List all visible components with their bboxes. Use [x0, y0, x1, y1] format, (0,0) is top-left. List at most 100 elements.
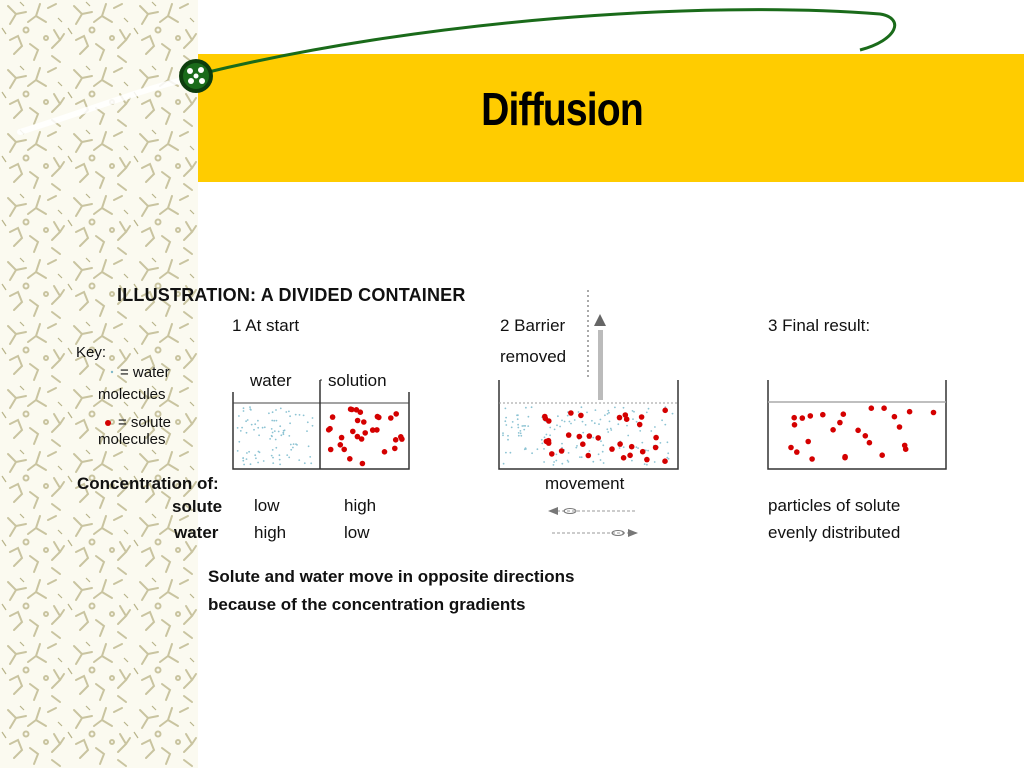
water-molecule [639, 430, 642, 432]
solute-molecule [568, 410, 574, 416]
solute-molecule [807, 413, 814, 419]
water-molecule [650, 430, 653, 432]
stage-1-label: 1 At start [232, 316, 300, 335]
water-molecule [549, 426, 552, 429]
solute-molecule [930, 409, 937, 416]
water-molecule [289, 415, 291, 418]
water-molecule [627, 434, 630, 437]
water-molecule [272, 456, 274, 459]
water-molecule [602, 444, 605, 447]
solute-molecule [855, 427, 861, 434]
up-arrow-icon [594, 314, 606, 326]
water-molecule [635, 420, 638, 423]
water-molecule [249, 406, 251, 408]
solute-molecule [837, 419, 843, 426]
water-molecule [553, 428, 556, 431]
key-title: Key: [76, 344, 107, 361]
final-result-line1: particles of solute [768, 496, 901, 515]
water-molecule [540, 438, 543, 441]
solute-molecule [644, 456, 650, 463]
water-molecule [282, 433, 285, 436]
water-molecule [632, 418, 634, 420]
water-molecule [519, 430, 522, 432]
water-molecule [504, 420, 507, 423]
concentration-row-solute-name: solute [172, 497, 223, 516]
water-molecule [597, 453, 600, 456]
water-molecule [664, 423, 667, 426]
water-molecule [524, 447, 527, 449]
water-molecule [561, 442, 563, 445]
solute-molecule [376, 414, 382, 421]
concentration-heading: Concentration of: [77, 474, 219, 493]
water-molecule [580, 406, 583, 409]
solute-molecule [578, 412, 584, 419]
water-molecule [579, 456, 581, 458]
water-molecule [609, 427, 612, 430]
water-molecule [575, 446, 578, 449]
water-molecule [263, 426, 266, 429]
water-molecule [592, 436, 595, 439]
water-molecule [606, 428, 609, 431]
concentration-water-right: low [344, 523, 370, 542]
illustration-heading: ILLUSTRATION: A DIVIDED CONTAINER [117, 285, 466, 305]
water-molecule [306, 421, 309, 424]
solute-molecule [799, 415, 806, 421]
water-molecule [271, 431, 274, 434]
water-molecule [633, 410, 635, 413]
solute-molecule [609, 446, 615, 452]
water-molecule [527, 425, 530, 427]
concentration-water-left: high [254, 523, 287, 542]
water-molecule [566, 459, 569, 462]
solute-molecule [636, 421, 643, 428]
water-molecule [278, 458, 281, 461]
concentration-solute-left: low [254, 496, 280, 515]
water-molecule [271, 419, 274, 422]
water-molecule [286, 454, 289, 456]
movement-left-arrow-icon [548, 507, 636, 515]
water-molecule [646, 463, 648, 466]
water-molecule [602, 462, 605, 464]
movement-label: movement [545, 474, 625, 493]
water-molecule [236, 427, 239, 429]
stage-2-label-line1: 2 Barrier [500, 316, 566, 335]
water-molecule [654, 426, 656, 428]
solute-molecules-right [325, 406, 405, 467]
water-molecule [588, 450, 591, 452]
decorative-arc [17, 8, 897, 135]
water-molecule [617, 423, 620, 426]
water-molecule [257, 450, 260, 453]
solute-molecule [374, 427, 380, 433]
solute-molecule [359, 460, 366, 467]
water-molecule [561, 419, 563, 422]
solute-molecule [879, 452, 885, 459]
water-molecule [505, 424, 508, 426]
water-molecule [517, 426, 520, 429]
slide-title: Diffusion [481, 83, 644, 135]
water-molecule [243, 463, 246, 466]
container-barrier-removed [498, 290, 679, 470]
water-molecule [524, 425, 527, 427]
water-molecule [594, 409, 597, 411]
water-molecule [241, 426, 244, 429]
water-molecule [246, 452, 248, 454]
water-molecule [292, 446, 294, 449]
solute-molecule [805, 438, 811, 445]
solute-molecule [791, 422, 798, 428]
caption-line1: Solute and water move in opposite direct… [208, 567, 575, 586]
solute-molecule [653, 434, 659, 441]
water-molecule [557, 415, 559, 418]
water-molecule [607, 431, 610, 433]
water-molecule [236, 450, 239, 452]
water-molecule [258, 434, 260, 437]
water-molecule [517, 432, 520, 434]
key-solute-line1: = solute [118, 414, 171, 431]
water-molecule [576, 445, 578, 447]
solute-molecule [585, 452, 592, 459]
solute-molecule [369, 427, 376, 433]
solute-molecule [652, 444, 659, 451]
water-molecule [566, 414, 569, 417]
water-molecule [600, 440, 602, 443]
water-molecule [279, 463, 281, 466]
water-molecule [601, 450, 604, 453]
water-molecule [552, 464, 555, 466]
